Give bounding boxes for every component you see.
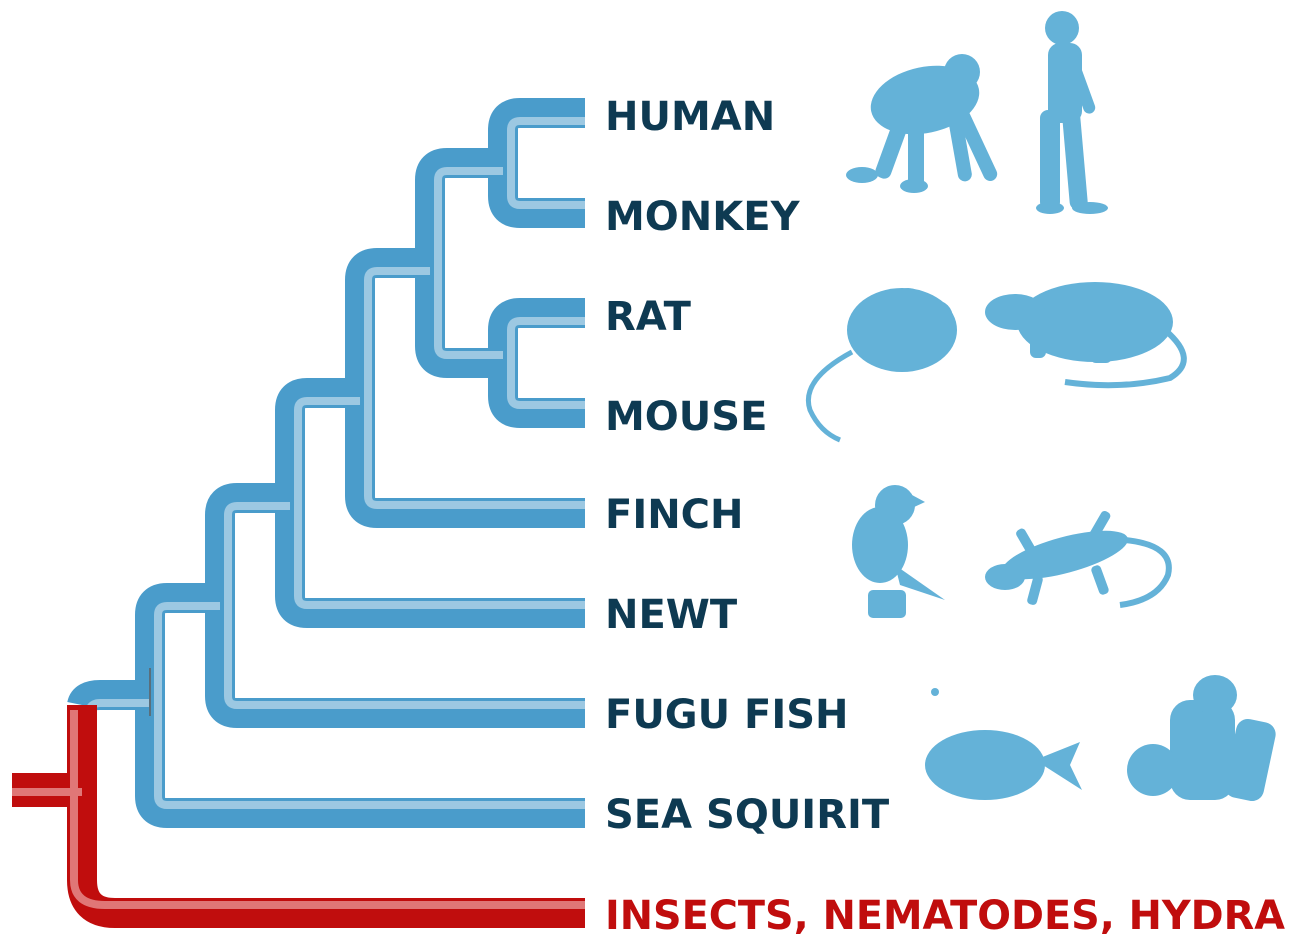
branch-rat-mouse <box>503 313 585 413</box>
mouse-icon <box>808 288 957 440</box>
blue-branches <box>82 113 585 813</box>
label-newt: NEWT <box>605 592 738 638</box>
label-outgroup: INSECTS, NEMATODES, HYDRA <box>605 893 1285 934</box>
label-finch: FINCH <box>605 492 744 538</box>
finch-icon <box>852 485 945 618</box>
chimp-icon <box>846 54 999 193</box>
label-rat: RAT <box>605 294 692 340</box>
pufferfish-icon <box>925 688 1082 800</box>
label-monkey: MONKEY <box>605 194 801 240</box>
label-mouse: MOUSE <box>605 394 767 440</box>
label-human: HUMAN <box>605 94 775 140</box>
label-fugu: FUGU FISH <box>605 692 849 738</box>
rat-icon <box>985 282 1184 385</box>
taxon-labels: HUMAN MONKEY RAT MOUSE FINCH NEWT FUGU F… <box>605 94 1285 934</box>
human-walking-icon <box>1036 11 1108 214</box>
silhouettes <box>808 11 1277 803</box>
gecko-icon <box>985 510 1169 606</box>
sea-squirt-icon <box>1127 675 1278 803</box>
branch-human-monkey <box>503 113 585 213</box>
label-sea-squirt: SEA SQUIRIT <box>605 792 890 838</box>
